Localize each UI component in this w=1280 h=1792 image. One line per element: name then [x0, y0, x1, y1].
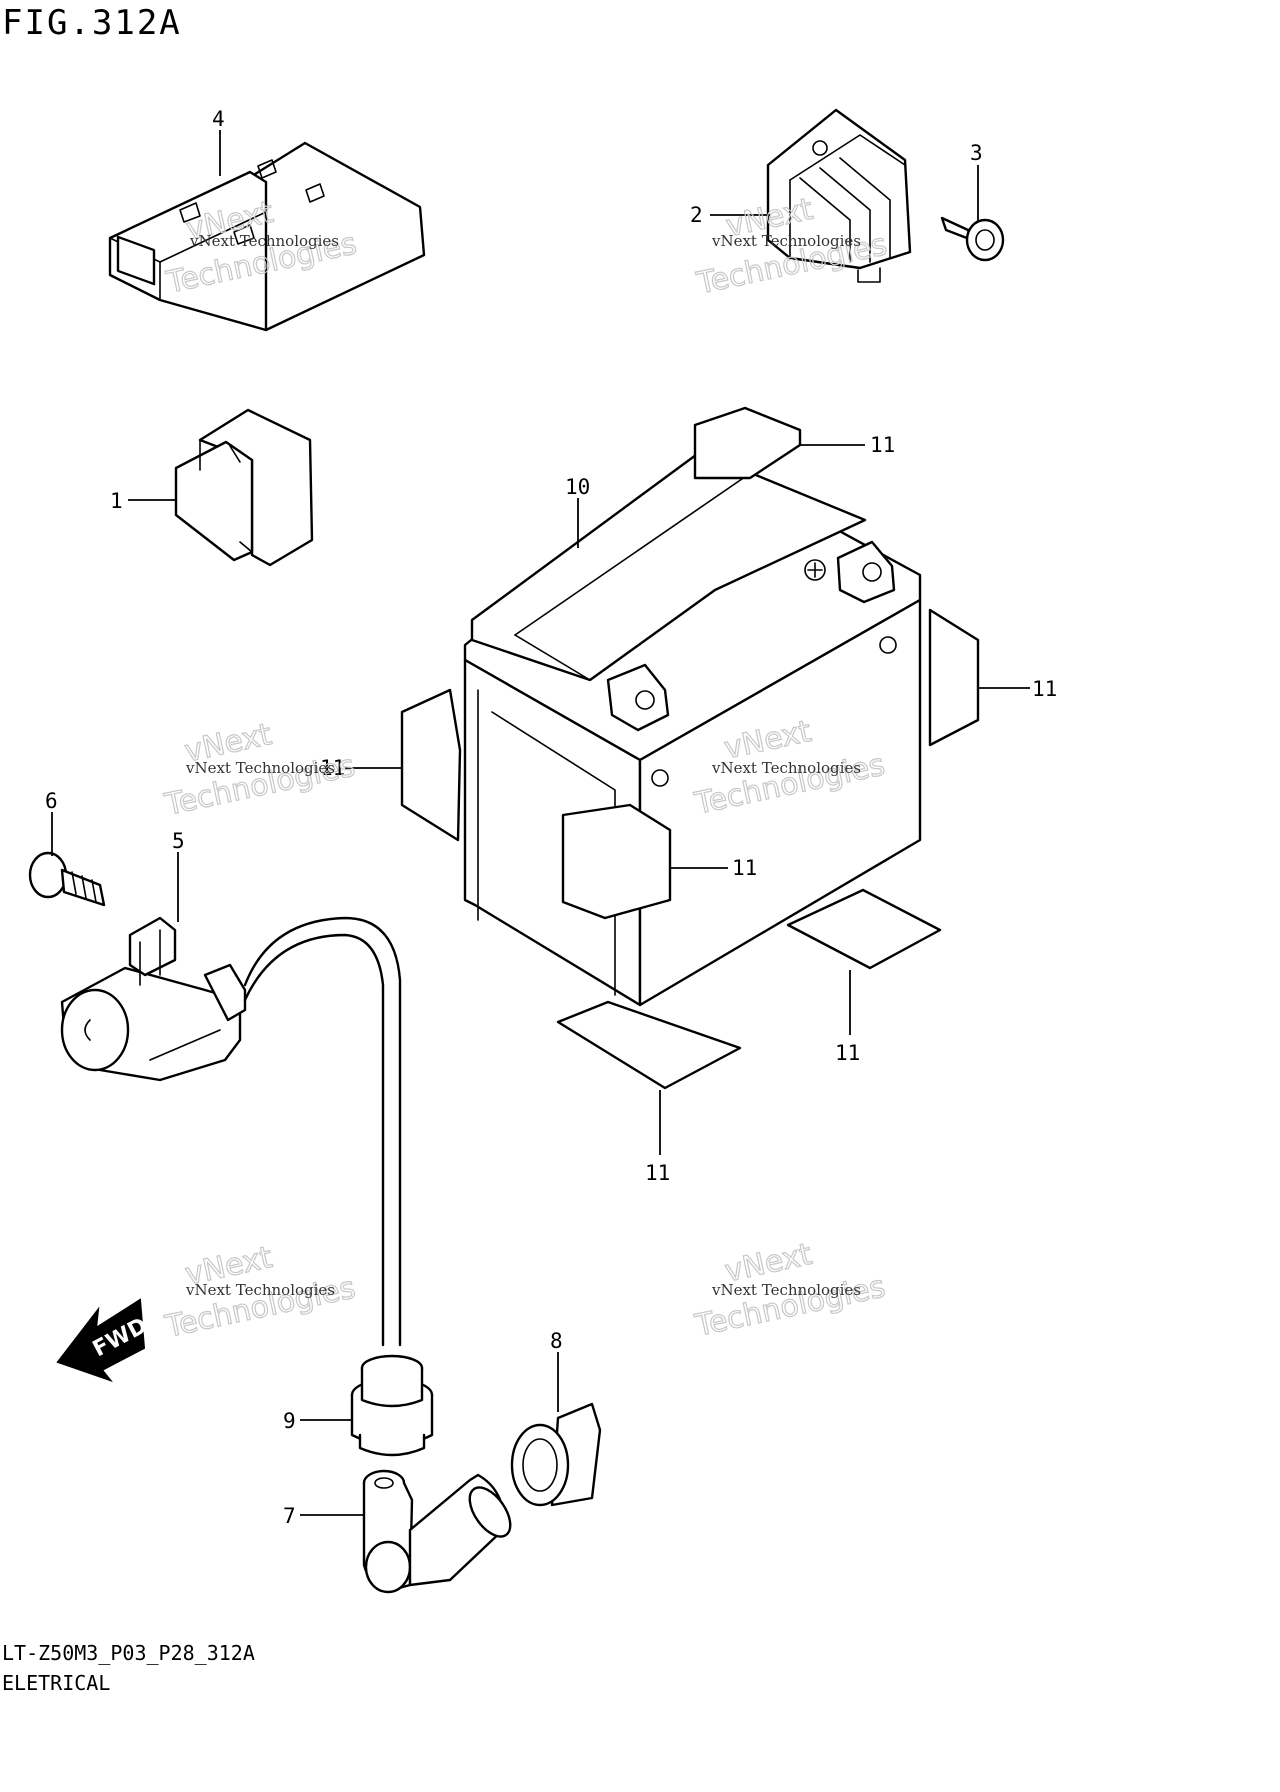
part-7-boot [362, 1469, 512, 1594]
callout-11-a: 11 [870, 433, 895, 457]
callout-8: 8 [550, 1329, 563, 1353]
callout-11-f: 11 [645, 1161, 670, 1185]
part-2-regulator [766, 108, 912, 283]
watermark-3-text: vNext Technologies [185, 759, 335, 777]
figure-code: LT-Z50M3_P03_P28_312A [2, 1641, 255, 1665]
part-9-grommet [350, 1354, 434, 1457]
part-4-connector [108, 141, 426, 332]
callout-9: 9 [283, 1409, 296, 1433]
watermark-4-text: vNext Technologies [711, 759, 861, 777]
watermark-5-text: vNext Technologies [185, 1281, 335, 1299]
callout-2: 2 [690, 203, 703, 227]
callout-3: 3 [970, 141, 983, 165]
callout-7: 7 [283, 1504, 296, 1528]
callout-6: 6 [45, 789, 58, 813]
part-11-pads [400, 406, 980, 1090]
callout-11-e: 11 [835, 1041, 860, 1065]
fwd-direction-arrow: FWD [56, 1298, 151, 1383]
part-3-bolt [940, 216, 1005, 262]
callout-4: 4 [212, 107, 225, 131]
callout-5: 5 [172, 829, 185, 853]
watermark-2-text: vNext Technologies [711, 232, 861, 250]
callout-10: 10 [565, 475, 590, 499]
watermark-1-text: vNext Technologies [189, 232, 339, 250]
figure-title: FIG.312A [2, 3, 182, 43]
part-8-cap [510, 1402, 602, 1507]
figure-section: ELETRICAL [2, 1671, 110, 1695]
part-1-relay [174, 408, 314, 567]
part-10-battery [463, 450, 922, 1007]
callout-11-b: 11 [1032, 677, 1057, 701]
callout-11-d: 11 [732, 856, 757, 880]
callout-11-c: 11 [320, 756, 345, 780]
part-6-bolt [28, 851, 106, 907]
watermark-6-text: vNext Technologies [711, 1281, 861, 1299]
callout-1: 1 [110, 489, 123, 513]
part-5-solenoid [60, 916, 247, 1082]
